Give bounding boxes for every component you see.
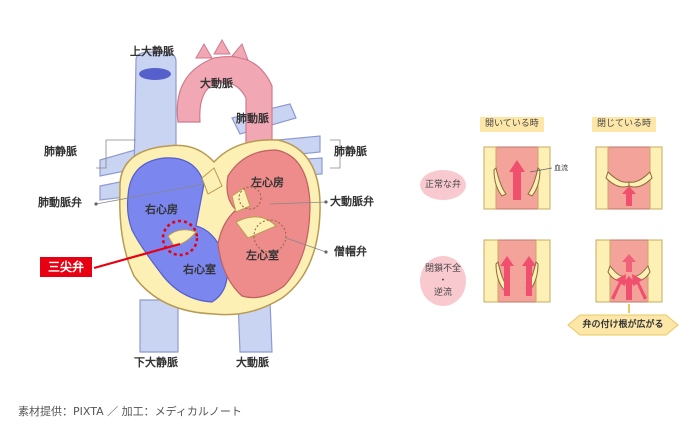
annulus-banner-shape: [567, 314, 679, 336]
svc-opening: [139, 68, 171, 80]
aortic-arch: [176, 56, 273, 151]
column-header-open: 開いている時: [480, 117, 544, 132]
row-label-insufficient-line2: 逆流: [433, 288, 452, 299]
annulus-banner-text: 弁の付け根が広がる: [582, 320, 664, 330]
row-label-insufficient: 閉鎖不全 ・ 逆流: [420, 256, 466, 306]
right-heart-chambers: [126, 157, 228, 303]
image-credit: 素材提供：PIXTA ／ 加工：メディカルノート: [18, 405, 242, 418]
pulmonary-valve-leaflets: [201, 167, 223, 195]
valve-panels: [483, 146, 679, 336]
label-tricuspid-valve: 三尖弁: [40, 257, 92, 277]
blood-flow-label: 血流: [554, 164, 568, 172]
aortic-valve-marker: [238, 186, 262, 210]
row-label-normal: 正常な弁: [420, 170, 466, 200]
label-aorta-bottom: 大動脈: [236, 356, 269, 369]
mitral-valve-dot: [324, 250, 328, 254]
row-label-normal-text: 正常な弁: [424, 179, 461, 190]
pulmonary-valve-dot: [94, 202, 98, 206]
label-mitral-valve: 僧帽弁: [334, 245, 367, 258]
blood-flow-pointer: [529, 167, 553, 173]
label-left-ventricle: 左心室: [246, 249, 279, 262]
aortic-branch: [195, 42, 213, 59]
label-left-atrium: 左心房: [251, 176, 284, 189]
label-right-atrium: 右心房: [145, 203, 178, 216]
aortic-branch: [213, 38, 231, 55]
mitral-marker: [253, 219, 287, 253]
label-pulmonary-valve: 肺動脈弁: [38, 196, 82, 209]
label-pulmonary-vein-left: 肺静脈: [44, 145, 77, 158]
column-header-closed: 閉じている時: [592, 117, 657, 132]
mitral-valve-leaflets: [235, 216, 277, 239]
aortic-valve-leaflets: [231, 187, 251, 213]
tricuspid-pointer: [93, 242, 181, 270]
label-inferior-vena-cava: 下大静脈: [134, 356, 178, 369]
row-label-insufficient-line1: 閉鎖不全: [424, 263, 461, 274]
aortic-branch: [231, 43, 249, 61]
label-aortic-valve: 大動脈弁: [330, 195, 374, 208]
label-pulmonary-artery: 肺動脈: [236, 112, 269, 125]
label-pulmonary-vein-right: 肺静脈: [334, 145, 367, 158]
aortic-valve-dot: [324, 200, 328, 204]
pointer-lines: [95, 139, 341, 253]
label-superior-vena-cava: 上大静脈: [130, 45, 174, 58]
label-right-ventricle: 右心室: [183, 263, 216, 276]
label-aorta-top: 大動脈: [200, 77, 233, 90]
tricuspid-highlight: [161, 219, 199, 257]
row-label-insufficient-sep: ・: [438, 275, 448, 286]
